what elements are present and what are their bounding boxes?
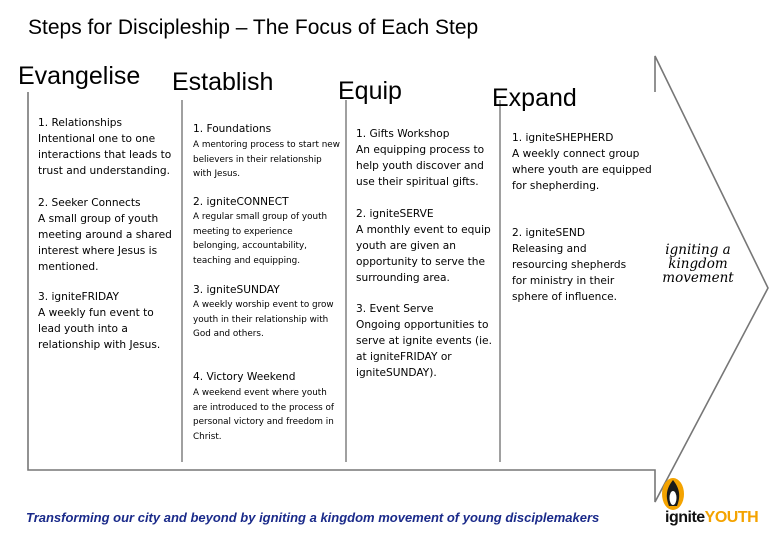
step-heading: 1. Gifts Workshop: [356, 128, 450, 140]
establish-step-2: 2. igniteCONNECT A regular small group o…: [193, 194, 341, 268]
step-description: A weekly connect group where youth are e…: [512, 148, 652, 192]
step-heading: 1. igniteSHEPHERD: [512, 132, 614, 144]
step-description: An equipping process to help youth disco…: [356, 144, 485, 188]
step-description: Intentional one to one interactions that…: [38, 133, 172, 177]
logo-wordmark: igniteYOUTH: [665, 509, 759, 527]
step-description: A weekly worship event to grow youth in …: [193, 300, 334, 339]
column-title-expand: Expand: [492, 84, 577, 112]
step-description: A mentoring process to start new believe…: [193, 140, 340, 179]
evangelise-step-2: 2. Seeker Connects A small group of yout…: [38, 195, 184, 275]
arrow-outline: [27, 55, 769, 503]
step-heading: 2. Seeker Connects: [38, 197, 141, 209]
step-heading: 3. igniteFRIDAY: [38, 291, 119, 303]
equip-step-1: 1. Gifts Workshop An equipping process t…: [356, 126, 496, 190]
step-description: A monthly event to equip youth are given…: [356, 224, 491, 284]
step-heading: 4. Victory Weekend: [193, 371, 296, 383]
step-description: A weekend event where youth are introduc…: [193, 388, 335, 442]
step-heading: 2. igniteCONNECT: [193, 196, 289, 208]
logo-text-youth: YOUTH: [704, 509, 759, 526]
flame-icon: [662, 478, 684, 510]
ignite-youth-logo: igniteYOUTH: [655, 476, 773, 532]
step-heading: 2. igniteSERVE: [356, 208, 434, 220]
step-description: A regular small group of youth meeting t…: [193, 212, 328, 266]
step-heading: 3. Event Serve: [356, 303, 434, 315]
step-description: Releasing and resourcing shepherds for m…: [512, 243, 627, 303]
logo-text-ignite: ignite: [665, 509, 705, 526]
column-title-evangelise: Evangelise: [18, 62, 141, 90]
footer-statement: Transforming our city and beyond by igni…: [26, 510, 600, 525]
evangelise-step-1: 1. Relationships Intentional one to one …: [38, 115, 184, 179]
equip-step-2: 2. igniteSERVE A monthly event to equip …: [356, 206, 496, 286]
step-description: A weekly fun event to lead youth into a …: [38, 307, 161, 351]
page-title: Steps for Discipleship – The Focus of Ea…: [28, 16, 479, 39]
column-title-equip: Equip: [338, 77, 402, 105]
step-heading: 2. igniteSEND: [512, 227, 585, 239]
step-description: Ongoing opportunities to serve at ignite…: [356, 319, 492, 379]
establish-step-3: 3. igniteSUNDAY A weekly worship event t…: [193, 283, 339, 342]
expand-step-2: 2. igniteSEND Releasing and resourcing s…: [512, 225, 642, 305]
column-title-establish: Establish: [172, 68, 274, 96]
establish-step-4: 4. Victory Weekend A weekend event where…: [193, 369, 339, 444]
step-heading: 1. Relationships: [38, 117, 123, 129]
step-heading: 3. igniteSUNDAY: [193, 284, 280, 296]
equip-step-3: 3. Event Serve Ongoing opportunities to …: [356, 301, 496, 381]
arrow-tagline: igniting a kingdom movement: [662, 242, 734, 286]
expand-step-1: 1. igniteSHEPHERD A weekly connect group…: [512, 130, 652, 194]
evangelise-step-3: 3. igniteFRIDAY A weekly fun event to le…: [38, 289, 178, 353]
step-description: A small group of youth meeting around a …: [38, 213, 172, 273]
step-heading: 1. Foundations: [193, 123, 272, 135]
establish-step-1: 1. Foundations A mentoring process to st…: [193, 120, 341, 182]
